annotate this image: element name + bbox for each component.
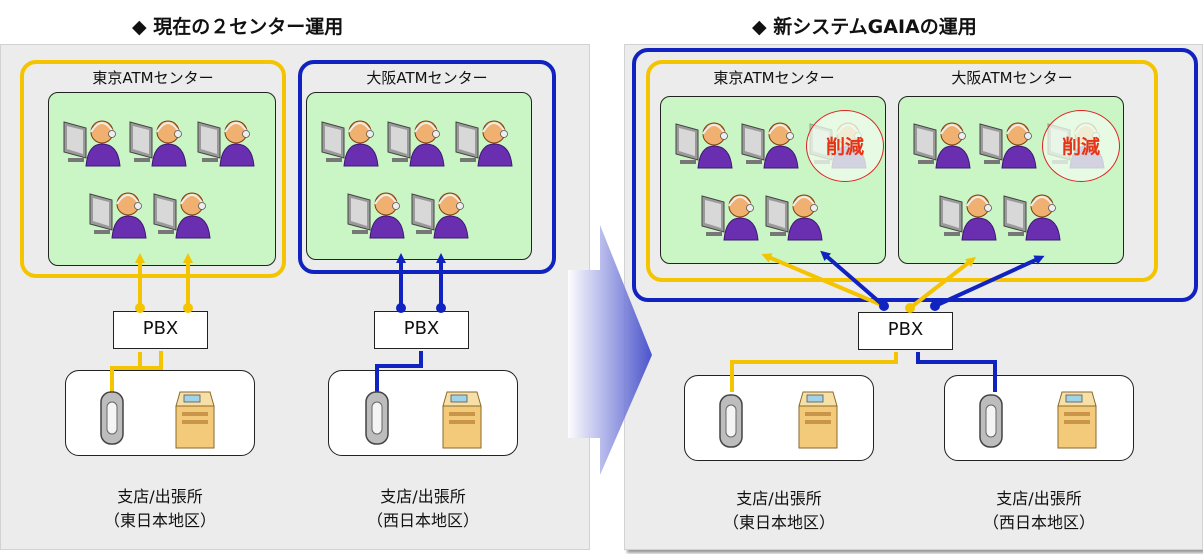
pbx-gaia: PBX <box>858 312 953 350</box>
gaia-branch-east-name: 支店/出張所 <box>736 489 822 508</box>
left-title: ◆ 現在の２センター運用 <box>132 16 344 38</box>
branch-east-region: （東日本地区） <box>103 511 216 530</box>
reduce-badge-tokyo: 削減 <box>806 110 884 182</box>
gaia-branch-west-box <box>944 375 1134 461</box>
reduce-badge-osaka: 削減 <box>1042 110 1120 182</box>
gaia-branch-west-region: （西日本地区） <box>982 513 1095 532</box>
gaia-osaka-label: 大阪ATMセンター <box>951 69 1073 87</box>
gaia-branch-east-box <box>684 375 874 461</box>
gaia-branch-west-name: 支店/出張所 <box>996 489 1082 508</box>
branch-east-name: 支店/出張所 <box>117 487 203 506</box>
branch-east-box <box>65 370 255 456</box>
branch-west-region: （西日本地区） <box>366 511 479 530</box>
branch-east-label: 支店/出張所 （東日本地区） <box>65 485 255 533</box>
gaia-tokyo-label: 東京ATMセンター <box>713 69 835 87</box>
pbx-west: PBX <box>374 311 469 349</box>
tokyo-center-label: 東京ATMセンター <box>92 69 214 87</box>
gaia-branch-east-label: 支店/出張所 （東日本地区） <box>684 487 874 535</box>
branch-west-name: 支店/出張所 <box>380 487 466 506</box>
osaka-center-label: 大阪ATMセンター <box>366 69 488 87</box>
gaia-branch-west-label: 支店/出張所 （西日本地区） <box>944 487 1134 535</box>
pbx-east: PBX <box>113 311 208 349</box>
gaia-branch-east-region: （東日本地区） <box>722 513 835 532</box>
right-title: ◆ 新システムGAIAの運用 <box>752 16 977 38</box>
branch-west-box <box>328 370 518 456</box>
tokyo-operators-area <box>48 92 276 266</box>
osaka-operators-area <box>306 92 532 260</box>
branch-west-label: 支店/出張所 （西日本地区） <box>328 485 518 533</box>
